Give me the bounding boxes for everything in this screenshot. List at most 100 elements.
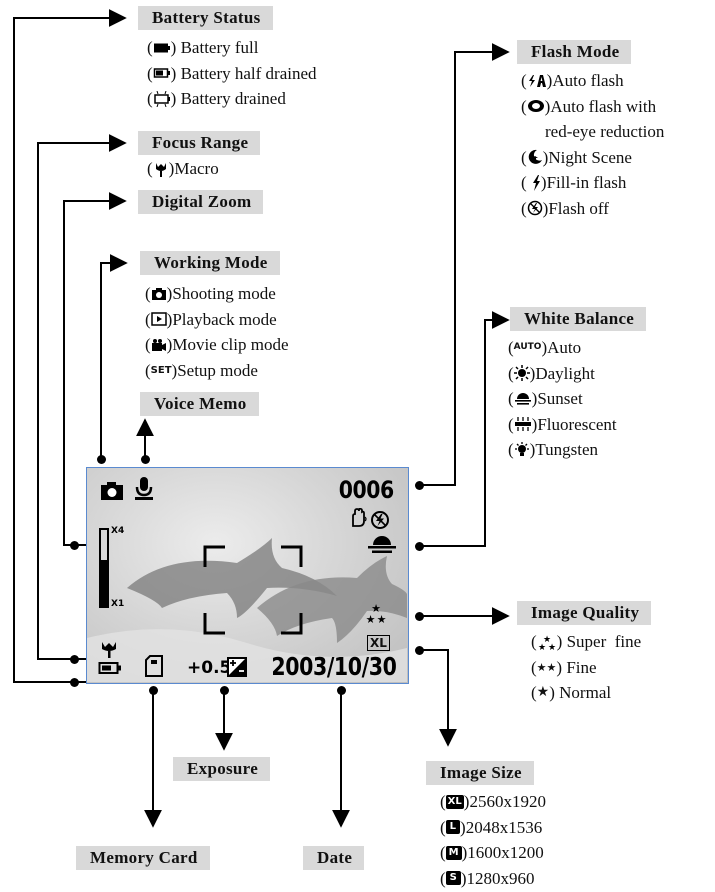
connector-dot bbox=[220, 686, 229, 695]
working-mode-list: ()Shooting mode ()Playback mode ()Movie … bbox=[145, 281, 289, 383]
item-label: red-eye reduction bbox=[545, 122, 665, 141]
daylight-icon bbox=[513, 363, 530, 383]
flash-mode-list: ()Auto flash ()Auto flash with red-eye r… bbox=[521, 68, 664, 221]
size-s-icon: S bbox=[445, 868, 461, 888]
battery-half-icon bbox=[98, 661, 122, 680]
list-item: (AUTO)Auto bbox=[508, 335, 617, 361]
svg-text:★: ★ bbox=[371, 602, 381, 615]
item-label: Sunset bbox=[537, 389, 583, 408]
red-eye-icon bbox=[527, 96, 545, 116]
three-stars-icon: ★★★ bbox=[537, 632, 557, 652]
camera-icon bbox=[100, 481, 124, 506]
item-label: Fine bbox=[566, 657, 597, 677]
item-label: Night Scene bbox=[548, 147, 632, 167]
list-item: (S)1280x960 bbox=[440, 866, 546, 892]
icon-glyph: XL bbox=[445, 794, 464, 809]
flash-mode-heading: Flash Mode bbox=[517, 40, 632, 64]
connector-dot bbox=[70, 678, 79, 687]
item-label: Auto flash bbox=[552, 71, 624, 90]
item-label: Macro bbox=[174, 159, 219, 178]
icon-glyph: M bbox=[445, 845, 462, 860]
camera-icon bbox=[151, 284, 167, 304]
date-display: 2003/10/30 bbox=[271, 652, 396, 681]
item-label: Battery drained bbox=[180, 89, 286, 108]
sunset-icon bbox=[514, 389, 532, 409]
item-label: Tungsten bbox=[535, 440, 599, 459]
item-label: 1280x960 bbox=[466, 868, 535, 888]
zoom-max-label: X4 bbox=[111, 526, 125, 536]
macro-tulip-icon bbox=[153, 159, 169, 179]
svg-text:★: ★ bbox=[366, 613, 376, 626]
list-item: ( )Fill-in flash bbox=[521, 170, 664, 196]
svg-text:★: ★ bbox=[538, 643, 546, 650]
exposure-compensation-icon bbox=[227, 657, 247, 682]
list-item: ()Movie clip mode bbox=[145, 332, 289, 358]
item-label: Fluorescent bbox=[537, 414, 617, 434]
image-quality-heading: Image Quality bbox=[517, 601, 652, 625]
image-size-indicator: XL bbox=[367, 635, 390, 651]
white-balance-list: (AUTO)Auto ()Daylight ()Sunset ()Fluores… bbox=[508, 335, 617, 463]
list-item: (XL)2560x1920 bbox=[440, 789, 546, 815]
working-mode-heading: Working Mode bbox=[140, 251, 280, 275]
connector-dot bbox=[415, 646, 424, 655]
memory-card-icon bbox=[145, 655, 163, 682]
size-xl-icon: XL bbox=[445, 792, 464, 812]
svg-text:★: ★ bbox=[548, 643, 556, 650]
list-item: ()Night Scene bbox=[521, 145, 664, 171]
set-icon: SET bbox=[150, 364, 172, 376]
list-item: ()Fluorescent bbox=[508, 412, 617, 438]
list-item: (★★★) Super fine bbox=[531, 629, 641, 655]
list-item: () Battery drained bbox=[147, 86, 317, 112]
connector-dot bbox=[415, 481, 424, 490]
microphone-icon bbox=[135, 477, 153, 506]
connector-dot bbox=[97, 455, 106, 464]
list-item: ()Macro bbox=[147, 156, 219, 182]
connector-dot bbox=[415, 542, 424, 551]
image-size-list: (XL)2560x1920 (L)2048x1536 (M)1600x1200 … bbox=[440, 789, 546, 891]
focus-range-list: ()Macro bbox=[147, 156, 219, 182]
hand-shake-icon bbox=[349, 507, 369, 533]
dolphin-photo bbox=[87, 538, 407, 682]
date-heading: Date bbox=[303, 846, 365, 870]
battery-half-icon bbox=[153, 63, 171, 83]
image-size-heading: Image Size bbox=[426, 761, 534, 785]
size-l-icon: L bbox=[445, 817, 461, 837]
frame-count: 0006 bbox=[338, 476, 395, 504]
icon-glyph: L bbox=[445, 820, 461, 835]
focus-range-heading: Focus Range bbox=[138, 131, 261, 155]
auto-wb-icon: AUTO bbox=[513, 342, 542, 352]
memory-card-heading: Memory Card bbox=[76, 846, 210, 870]
zoom-min-label: X1 bbox=[111, 599, 125, 609]
connector-dot bbox=[70, 655, 79, 664]
battery-status-heading: Battery Status bbox=[138, 6, 273, 30]
tungsten-icon bbox=[514, 440, 530, 460]
one-star-icon: ★ bbox=[536, 684, 550, 700]
battery-full-icon bbox=[153, 38, 171, 58]
zoom-bar bbox=[99, 528, 109, 608]
svg-text:★: ★ bbox=[543, 635, 551, 645]
item-label: Shooting mode bbox=[172, 284, 276, 303]
exposure-heading: Exposure bbox=[173, 757, 271, 781]
list-item: () Battery full bbox=[147, 35, 317, 61]
list-item: ()Sunset bbox=[508, 386, 617, 412]
connector-dot bbox=[141, 455, 150, 464]
list-item: ()Auto flash bbox=[521, 68, 664, 94]
night-scene-icon bbox=[527, 147, 543, 167]
list-item: ()Tungsten bbox=[508, 437, 617, 463]
item-label: Daylight bbox=[535, 363, 595, 383]
movie-icon bbox=[151, 335, 167, 355]
macro-tulip-icon bbox=[100, 640, 118, 663]
item-label: Battery half drained bbox=[180, 63, 317, 83]
battery-drained-icon bbox=[153, 89, 171, 109]
battery-status-list: () Battery full () Battery half drained … bbox=[147, 35, 317, 112]
item-label: 2048x1536 bbox=[465, 817, 543, 837]
zoom-bar-fill bbox=[101, 560, 107, 606]
item-label: Flash off bbox=[548, 198, 609, 218]
list-item: ()Auto flash with bbox=[521, 94, 664, 120]
item-label: Fill-in flash bbox=[546, 173, 627, 192]
flash-off-icon bbox=[370, 510, 390, 535]
connector-dot bbox=[415, 612, 424, 621]
list-item: (L)2048x1536 bbox=[440, 815, 546, 841]
list-item: (M)1600x1200 bbox=[440, 840, 546, 866]
playback-icon bbox=[150, 309, 167, 329]
